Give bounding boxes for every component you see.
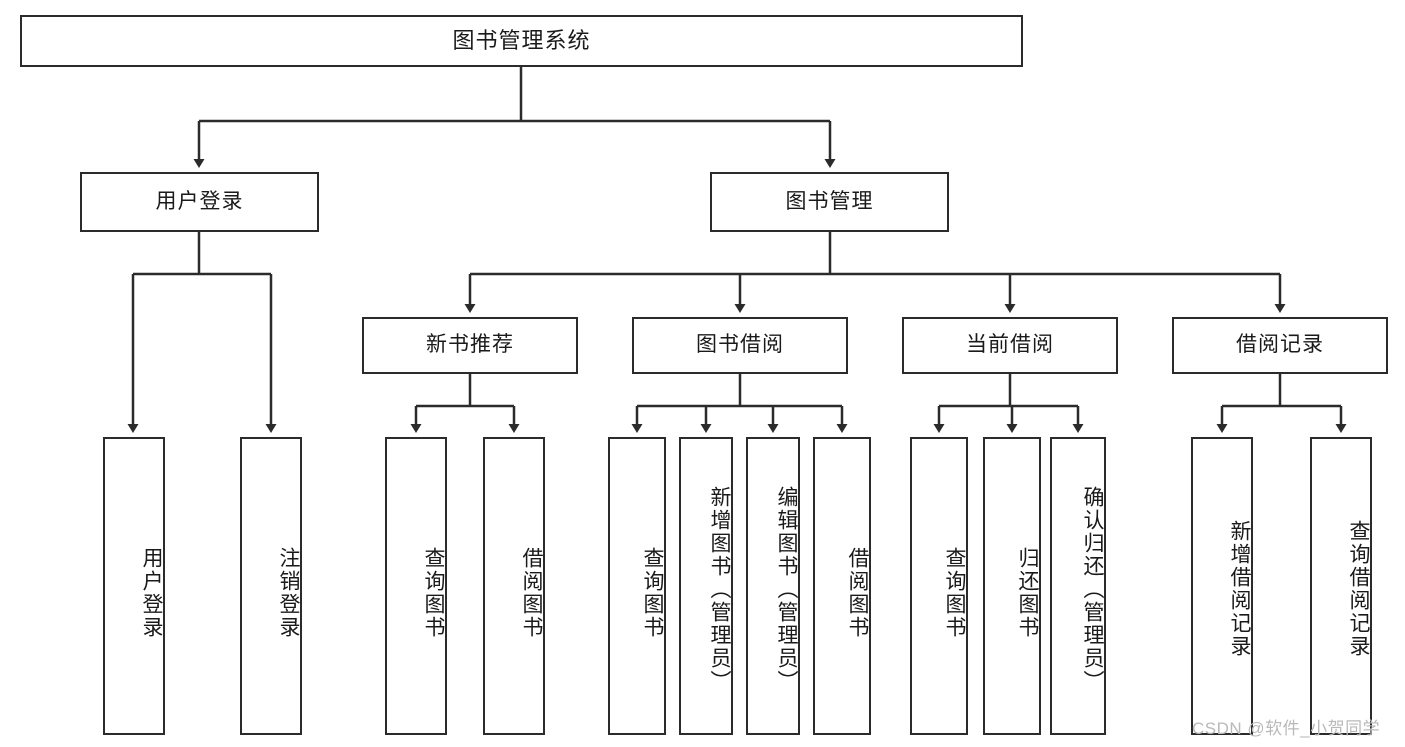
leaf-label: 注销登录 <box>277 547 300 639</box>
leaf-label: 查询图书 <box>422 547 445 639</box>
leaf-return-book[interactable]: 归还图书 <box>983 437 1041 735</box>
leaf-query-book-recommend[interactable]: 查询图书 <box>385 437 447 735</box>
node-borrow-records[interactable]: 借阅记录 <box>1172 317 1388 374</box>
leaf-label: 新增借阅记录 <box>1228 520 1251 658</box>
node-current-borrow[interactable]: 当前借阅 <box>902 317 1118 374</box>
leaf-label: 借阅图书 <box>520 547 543 639</box>
watermark: CSDN @软件_小贺同学 <box>1192 719 1381 738</box>
leaf-label: 用户登录 <box>140 547 163 639</box>
leaf-label: 编辑图书（管理员） <box>775 485 798 693</box>
node-user-login[interactable]: 用户登录 <box>80 172 319 232</box>
leaf-logout[interactable]: 注销登录 <box>240 437 302 735</box>
leaf-label: 查询图书 <box>641 547 664 639</box>
leaf-label: 借阅图书 <box>846 547 869 639</box>
leaf-label: 查询图书 <box>943 547 966 639</box>
leaf-add-book-admin[interactable]: 新增图书（管理员） <box>679 437 733 735</box>
node-root-label: 图书管理系统 <box>452 28 591 54</box>
node-borrow-records-label: 借阅记录 <box>1236 333 1324 357</box>
leaf-label: 新增图书（管理员） <box>708 485 731 693</box>
leaf-label: 查询借阅记录 <box>1347 520 1370 658</box>
node-new-book-recommend-label: 新书推荐 <box>426 333 514 357</box>
leaf-add-borrow-record[interactable]: 新增借阅记录 <box>1191 437 1253 735</box>
node-book-borrow[interactable]: 图书借阅 <box>632 317 848 374</box>
leaf-query-borrow-record[interactable]: 查询借阅记录 <box>1310 437 1372 735</box>
leaf-query-book-current[interactable]: 查询图书 <box>910 437 968 735</box>
leaf-borrow-book[interactable]: 借阅图书 <box>813 437 871 735</box>
leaf-user-login[interactable]: 用户登录 <box>103 437 165 735</box>
node-book-management[interactable]: 图书管理 <box>710 172 949 232</box>
leaf-label: 归还图书 <box>1016 547 1039 639</box>
node-root[interactable]: 图书管理系统 <box>20 15 1023 67</box>
node-book-borrow-label: 图书借阅 <box>696 333 784 357</box>
leaf-query-book-borrow[interactable]: 查询图书 <box>608 437 666 735</box>
leaf-edit-book-admin[interactable]: 编辑图书（管理员） <box>746 437 800 735</box>
leaf-label: 确认归还（管理员） <box>1081 485 1104 693</box>
leaf-confirm-return-admin[interactable]: 确认归还（管理员） <box>1050 437 1106 735</box>
node-current-borrow-label: 当前借阅 <box>966 333 1054 357</box>
node-user-login-label: 用户登录 <box>155 189 244 213</box>
leaf-borrow-book-recommend[interactable]: 借阅图书 <box>483 437 545 735</box>
node-new-book-recommend[interactable]: 新书推荐 <box>362 317 578 374</box>
node-book-management-label: 图书管理 <box>785 189 874 213</box>
